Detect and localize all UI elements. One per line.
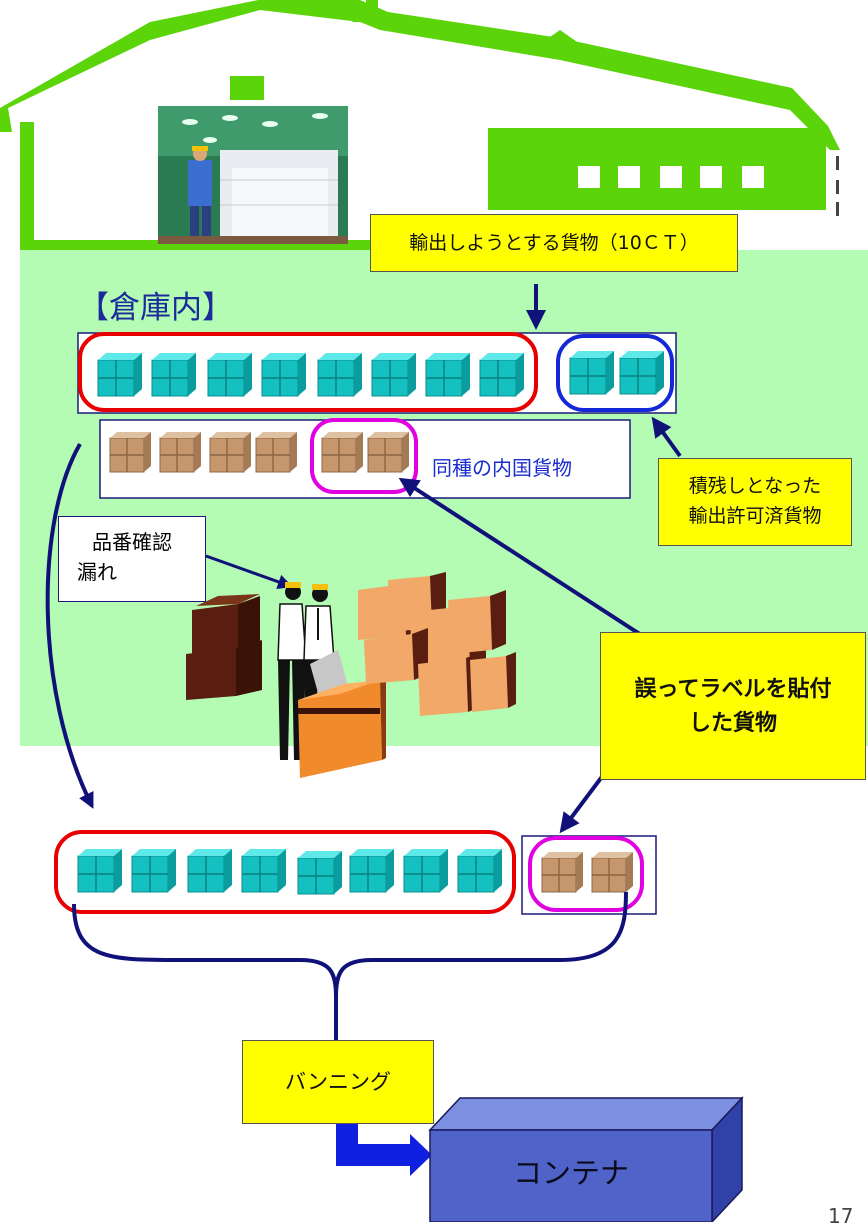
label-leftover-line1: 積残しとなった: [688, 475, 822, 497]
red-ring-row1: [78, 332, 538, 412]
workers-icon: [186, 572, 516, 778]
container-label: コンテナ: [512, 1156, 629, 1190]
callout-line1: 品番確認: [92, 530, 172, 554]
curved-arrow-left: [45, 442, 94, 809]
warehouse-inside-title: 【倉庫内】: [78, 290, 233, 326]
red-ring-row3: [54, 830, 516, 914]
warehouse-worker-photo: [158, 106, 348, 244]
label-export-cargo: 輸出しようとする貨物（10ＣＴ）: [370, 214, 738, 272]
arrow-part-check: [205, 554, 293, 590]
magenta-ring-row3: [528, 836, 644, 912]
label-domestic-same-kind: 同種の内国貨物: [432, 456, 572, 480]
label-vanning: バンニング: [242, 1040, 434, 1124]
container-icon: [428, 1096, 744, 1222]
callout-part-number-check: 品番確認 漏れ: [58, 516, 206, 602]
arrow-leftover: [651, 416, 682, 458]
label-mislabeled-line1: 誤ってラベルを貼付: [634, 677, 832, 702]
magenta-ring-row2: [310, 418, 418, 494]
row1-cyan-boxes: [97, 350, 665, 397]
row3-cyan-boxes: [77, 848, 503, 895]
label-export-cargo-text: 輸出しようとする貨物（10ＣＴ）: [409, 232, 699, 254]
page-number: 17: [828, 1204, 854, 1228]
label-leftover-line2: 輸出許可済貨物: [688, 505, 822, 527]
label-mislabeled-cargo: 誤ってラベルを貼付 した貨物: [600, 632, 866, 780]
arrow-mislabel-row3: [559, 772, 606, 834]
label-vanning-text: バンニング: [284, 1070, 392, 1094]
label-leftover-export-permitted: 積残しとなった 輸出許可済貨物: [658, 458, 852, 546]
warehouse-icon: [0, 0, 840, 250]
callout-line2: 漏れ: [77, 560, 117, 584]
label-mislabeled-line2: した貨物: [688, 711, 777, 736]
blue-ring-leftover: [556, 334, 674, 412]
